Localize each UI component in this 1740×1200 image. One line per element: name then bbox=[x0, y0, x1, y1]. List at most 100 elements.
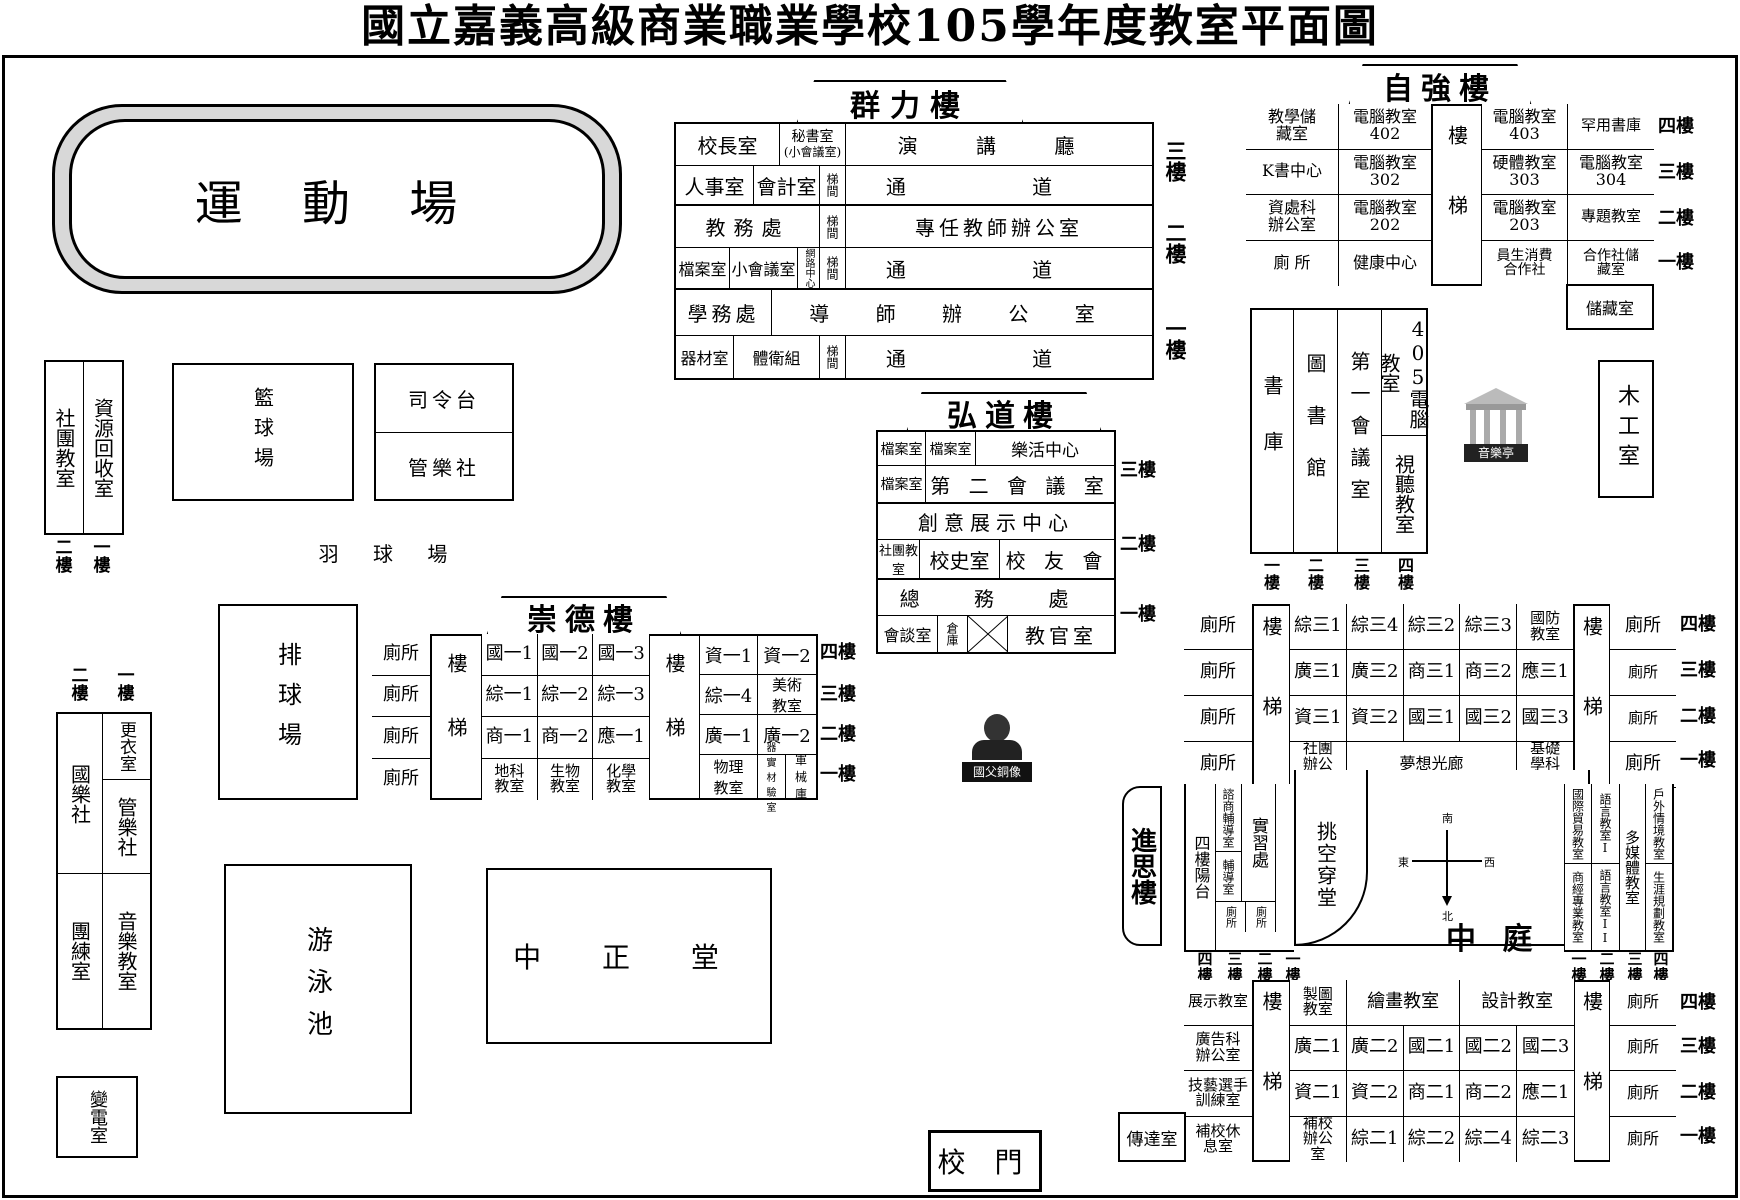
library-building[interactable]: 書庫 圖書館 第一會議室 405電腦教室 視聽教室 bbox=[1250, 308, 1430, 554]
school-gate[interactable]: 校 門 bbox=[928, 1130, 1042, 1192]
archive-room: 檔案室 bbox=[878, 466, 926, 504]
classroom: 商三2 bbox=[1460, 650, 1518, 696]
map-title: 國立嘉義高級商業職業學校105學年度教室平面圖 bbox=[361, 1, 1379, 52]
floor-label: 三樓 bbox=[1120, 460, 1156, 481]
classroom: 資一2 bbox=[758, 636, 816, 675]
floor-label: 二樓 bbox=[71, 666, 89, 704]
alumni-association: 校 友 會 bbox=[1000, 540, 1114, 580]
accounting-office: 會計室 bbox=[754, 166, 820, 206]
swimming-pool[interactable]: 游泳池 bbox=[224, 864, 412, 1114]
courtyard-complex[interactable]: 廁所 廁所 廁所 廁所 樓梯 綜三1 綜三4 綜三2 綜三3 國防教室 廣三1 … bbox=[1184, 604, 1676, 1162]
hardware-lab-303: 硬體教室303 bbox=[1482, 149, 1568, 195]
classroom: 綜二2 bbox=[1404, 1116, 1461, 1162]
classroom: 綜一2 bbox=[537, 675, 594, 717]
drafting-classroom: 製圖教室 bbox=[1290, 980, 1347, 1026]
stair-label: 樓梯 bbox=[662, 653, 686, 781]
substation[interactable]: 變電室 bbox=[56, 1076, 138, 1158]
classroom: 資二2 bbox=[1346, 1071, 1404, 1117]
classroom: 廣三2 bbox=[1346, 650, 1404, 696]
floor-label: 二樓 bbox=[1680, 706, 1716, 727]
floor-label: 一樓 bbox=[1120, 604, 1156, 625]
classroom: 商三1 bbox=[1403, 650, 1461, 696]
cooperative-storage: 合作社儲藏室 bbox=[1583, 247, 1639, 279]
floor-label: 四樓 bbox=[1658, 116, 1694, 137]
floor-label: 一樓 bbox=[117, 666, 135, 704]
library: 圖書館 bbox=[1303, 353, 1327, 509]
earth-science-lab: 地科教室 bbox=[482, 758, 538, 800]
chongde-building-sign: 崇德樓 bbox=[486, 596, 682, 636]
computer-lab-304: 電腦教室304 bbox=[1568, 150, 1654, 195]
band-club-label: 管樂社 bbox=[408, 455, 480, 480]
classroom: 國一2 bbox=[537, 634, 594, 676]
principal-office: 校長室 bbox=[676, 124, 780, 166]
classroom: 國二3 bbox=[1517, 1026, 1574, 1071]
fourth-floor-balcony: 四樓陽台 bbox=[1191, 835, 1211, 899]
floor-label: 二樓 bbox=[1680, 1082, 1716, 1103]
toilet: 廁所 bbox=[1184, 650, 1253, 696]
club-recycle-building[interactable]: 社團教室 資源回收室 bbox=[44, 360, 124, 535]
floor-label: 四樓 bbox=[1680, 614, 1716, 635]
basketball-court[interactable]: 籃球場 bbox=[172, 363, 354, 501]
ziqiang-building[interactable]: 教學儲藏室 電腦教室402 K書中心 電腦教室302 資處科辦公室 電腦教室20… bbox=[1246, 104, 1654, 286]
classroom: 廣三1 bbox=[1290, 650, 1347, 696]
floor-label: 三樓 bbox=[1163, 140, 1189, 182]
hongdao-building[interactable]: 檔案室 檔案室 樂活中心 檔案室 第 二 會 議 室 創意展示中心 社團教室 校… bbox=[876, 430, 1116, 654]
corridor: 通 道 bbox=[885, 346, 1113, 371]
storage-room[interactable]: 儲藏室 bbox=[1566, 284, 1654, 330]
homeroom-teacher-office: 導 師 辦 公 室 bbox=[772, 290, 1152, 336]
armory: 軍械庫 bbox=[794, 753, 807, 801]
night-school-lounge: 補校休息室 bbox=[1184, 1116, 1253, 1162]
classroom: 應一1 bbox=[593, 717, 649, 759]
classroom: 商一1 bbox=[482, 717, 538, 759]
multimedia-classroom: 多媒體教室 bbox=[1623, 829, 1641, 905]
floor-label: 二樓 bbox=[1257, 950, 1273, 984]
counseling-room: 諮商輔導室 bbox=[1221, 787, 1235, 848]
music-pavilion-label: 音樂亭 bbox=[1464, 444, 1528, 462]
classroom: 國三1 bbox=[1403, 696, 1461, 742]
floor-label: 一樓 bbox=[1163, 318, 1189, 360]
business-economics-classroom: 商經專業教室 bbox=[1570, 871, 1585, 943]
biology-lab: 生物教室 bbox=[538, 758, 594, 800]
volleyball-court[interactable]: 排球場 bbox=[218, 604, 358, 800]
zhongzheng-hall[interactable]: 中 正 堂 bbox=[486, 868, 772, 1044]
academic-affairs-office: 教務處 bbox=[676, 206, 820, 248]
av-classroom: 視聽教室 bbox=[1391, 454, 1416, 534]
chongde-building[interactable]: 廁所 廁所 廁所 廁所 樓梯 國一1 國一2 國一3 綜一1 綜一2 綜一3 商… bbox=[372, 634, 818, 814]
statue-icon: 國父銅像 bbox=[962, 710, 1032, 784]
qunli-building[interactable]: 校長室 秘書室(小會議室) 演 講 廳 人事室 會計室 梯間 通 道 教務處 梯… bbox=[674, 122, 1154, 380]
stadium[interactable]: 運 動 場 bbox=[52, 104, 622, 294]
floor-label: 二樓 bbox=[1658, 208, 1694, 229]
toilet: 廁所 bbox=[372, 675, 431, 717]
woodwork-label: 木工室 bbox=[1614, 384, 1639, 474]
classroom: 商一2 bbox=[537, 717, 594, 759]
data-processing-office: 資處科辦公室 bbox=[1246, 195, 1339, 241]
classroom: 資一1 bbox=[700, 636, 758, 675]
floor-label: 一樓 bbox=[1680, 750, 1716, 771]
computer-lab-202: 電腦教室202 bbox=[1339, 195, 1432, 241]
computer-lab-302: 電腦教室302 bbox=[1339, 149, 1432, 195]
floor-label: 四樓 bbox=[1397, 556, 1414, 592]
command-platform[interactable]: 司令台 管樂社 bbox=[374, 363, 514, 501]
language-lab-2: 語言教室II bbox=[1598, 869, 1612, 945]
stair-label: 梯間 bbox=[825, 256, 839, 280]
study-center: K書中心 bbox=[1246, 149, 1339, 195]
international-trade-classroom: 國際貿易教室 bbox=[1570, 787, 1585, 860]
classroom: 國二2 bbox=[1460, 1025, 1518, 1071]
central-courtyard[interactable]: 挑空穿堂 南 北 東 西 中 庭 bbox=[1294, 770, 1590, 957]
archive-room: 檔案室 bbox=[926, 432, 976, 466]
reception-room[interactable]: 傳達室 bbox=[1118, 1112, 1186, 1162]
leisure-center: 樂活中心 bbox=[976, 432, 1114, 466]
toilet: 廁所 bbox=[1224, 906, 1238, 928]
skills-training-room: 技藝選手訓練室 bbox=[1184, 1071, 1253, 1117]
advertising-dept-office: 廣告科辦公室 bbox=[1184, 1025, 1253, 1071]
qunli-building-sign: 群力樓 bbox=[796, 80, 1024, 124]
crossed-room bbox=[968, 616, 1008, 652]
outdoor-classroom: 戶外情境教室 bbox=[1651, 787, 1666, 860]
classroom: 綜三4 bbox=[1346, 604, 1404, 650]
floor-label: 三樓 bbox=[1680, 660, 1716, 681]
music-building[interactable]: 國樂社 更衣室 管樂社 團練室 音樂教室 bbox=[56, 712, 152, 1030]
toilet: 廁所 bbox=[1610, 696, 1676, 742]
woodwork-room[interactable]: 木工室 bbox=[1598, 360, 1654, 498]
floor-label: 三樓 bbox=[1627, 950, 1643, 984]
second-meeting-room: 第 二 會 議 室 bbox=[926, 466, 1114, 504]
